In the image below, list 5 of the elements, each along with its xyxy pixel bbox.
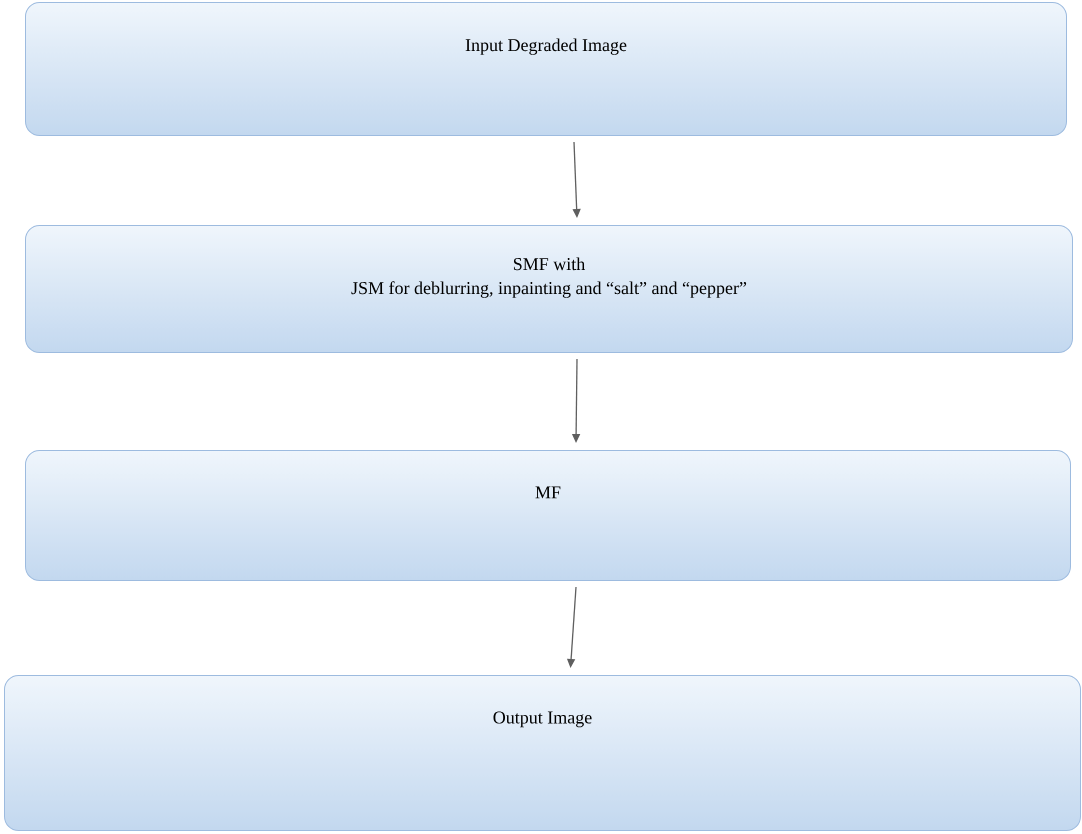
process-box: Input Degraded Image [25,2,1067,136]
process-box: MF [25,450,1071,581]
arrow [572,141,581,218]
process-box: SMF with JSM for deblurring, inpainting and “salt” and “pepper” [25,225,1073,353]
process-box: Output Image [4,675,1081,831]
